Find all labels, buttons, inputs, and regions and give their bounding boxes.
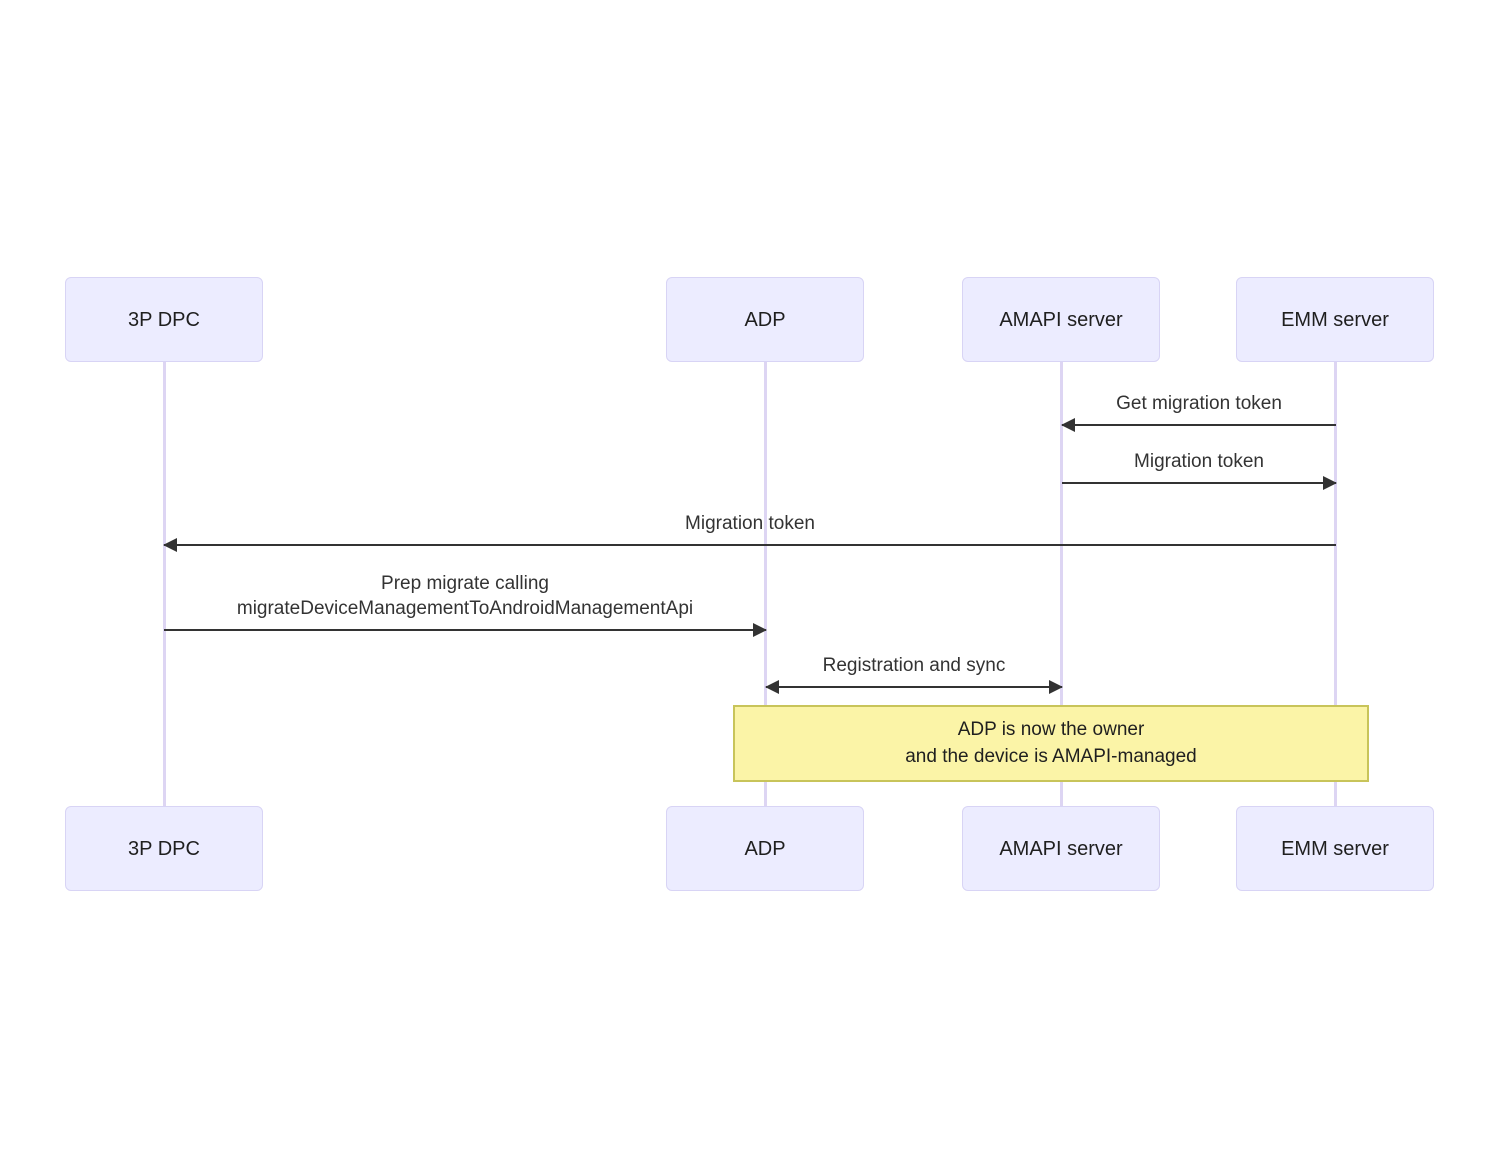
participant-box-3p-dpc-top[interactable]: 3P DPC xyxy=(65,277,263,362)
arrowhead-right-icon xyxy=(1049,680,1063,694)
message-label-migration-token-emm-to-dpc: Migration token xyxy=(685,513,815,535)
message-label-registration-and-sync: Registration and sync xyxy=(822,655,1006,677)
arrowhead-left-icon xyxy=(765,680,779,694)
note-text: ADP is now the owner and the device is A… xyxy=(905,717,1197,771)
participant-label-adp-top: ADP xyxy=(744,308,786,331)
participant-label-adp-bottom: ADP xyxy=(744,837,786,860)
participant-label-3p-dpc-bottom: 3P DPC xyxy=(128,837,200,860)
participant-box-adp-bottom[interactable]: ADP xyxy=(666,806,864,891)
message-line xyxy=(766,686,1062,688)
participant-label-amapi-server-bottom: AMAPI server xyxy=(999,837,1123,860)
message-line xyxy=(164,629,766,631)
message-label-migration-token-amapi-to-emm: Migration token xyxy=(1134,451,1264,473)
message-label-get-migration-token: Get migration token xyxy=(1116,393,1282,415)
note-adp-owner: ADP is now the owner and the device is A… xyxy=(733,705,1369,782)
arrowhead-right-icon xyxy=(1323,476,1337,490)
message-line xyxy=(1062,424,1336,426)
note-text-line2: and the device is AMAPI-managed xyxy=(905,745,1197,767)
participant-label-emm-server-bottom: EMM server xyxy=(1281,837,1389,860)
participant-label-3p-dpc-top: 3P DPC xyxy=(128,308,200,331)
message-line xyxy=(1062,482,1336,484)
arrowhead-left-icon xyxy=(1061,418,1075,432)
message-label-prep-migrate: Prep migrate calling migrateDeviceManage… xyxy=(237,571,693,622)
arrowhead-left-icon xyxy=(163,538,177,552)
message-label-prep-migrate-line1: Prep migrate calling xyxy=(381,572,549,594)
lifeline-amapi-server xyxy=(1060,362,1063,806)
lifeline-emm-server xyxy=(1334,362,1337,806)
lifeline-3p-dpc xyxy=(163,362,166,806)
message-line xyxy=(164,544,1336,546)
participant-box-emm-server-bottom[interactable]: EMM server xyxy=(1236,806,1434,891)
note-text-line1: ADP is now the owner xyxy=(957,718,1145,740)
participant-label-emm-server-top: EMM server xyxy=(1281,308,1389,331)
participant-box-amapi-server-bottom[interactable]: AMAPI server xyxy=(962,806,1160,891)
message-label-prep-migrate-line2: migrateDeviceManagementToAndroidManageme… xyxy=(236,598,694,620)
participant-box-adp-top[interactable]: ADP xyxy=(666,277,864,362)
arrowhead-right-icon xyxy=(753,623,767,637)
lifeline-adp xyxy=(764,362,767,806)
participant-box-amapi-server-top[interactable]: AMAPI server xyxy=(962,277,1160,362)
participant-box-3p-dpc-bottom[interactable]: 3P DPC xyxy=(65,806,263,891)
participant-label-amapi-server-top: AMAPI server xyxy=(999,308,1123,331)
participant-box-emm-server-top[interactable]: EMM server xyxy=(1236,277,1434,362)
